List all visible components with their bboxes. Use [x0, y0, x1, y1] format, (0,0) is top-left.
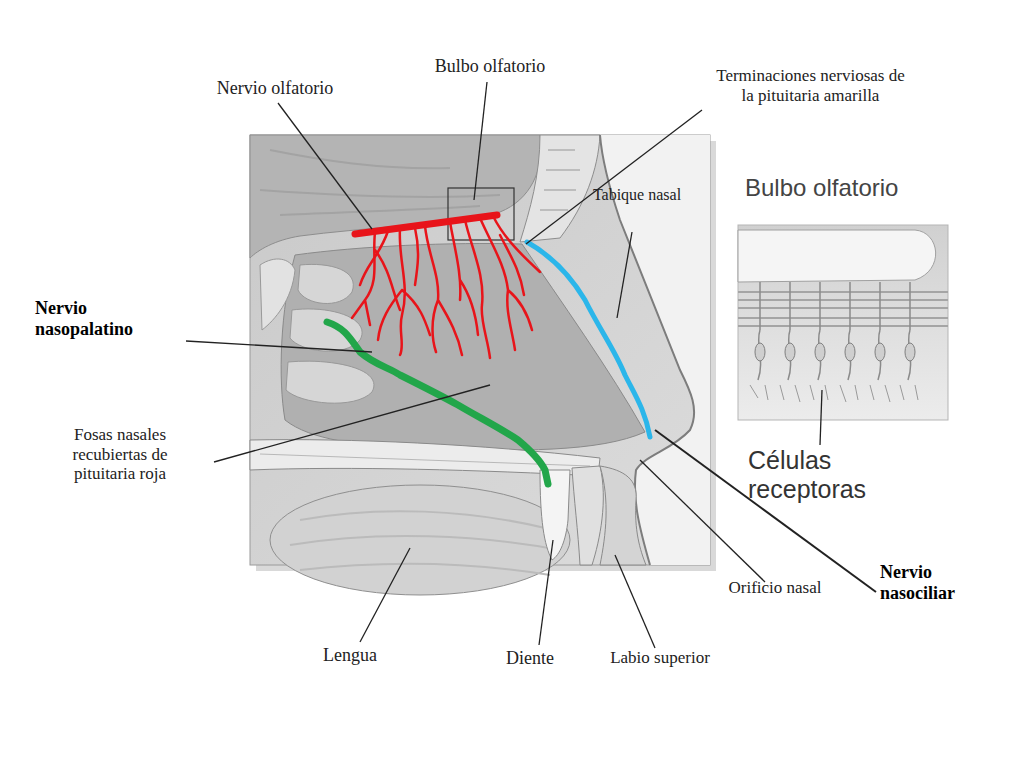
nerve-label: Nervio nasopalatino — [35, 298, 165, 339]
olfactory-nerve-endings-part — [450, 222, 478, 335]
part-label: Labio superior — [610, 648, 710, 668]
leader-lines-part — [474, 82, 487, 200]
olfactory-bulb-inset-part — [738, 230, 936, 282]
head-section-part — [298, 264, 353, 303]
olfactory-bulb-inset-part — [758, 330, 911, 380]
part-label: Tabique nasal — [592, 186, 682, 204]
olfactory-bulb-inset-part — [815, 343, 825, 361]
leader-lines-part — [526, 110, 702, 244]
leader-lines-part — [214, 385, 490, 462]
olfactory-bulb-inset — [738, 225, 948, 420]
olfactory-bulb-inset-part — [755, 343, 765, 361]
olfactory-bulb-inset-part — [905, 343, 915, 361]
head-section-part — [540, 150, 580, 210]
head-section-part — [286, 361, 374, 403]
nasopalatine-nerve — [327, 322, 548, 484]
inset-label: Células receptoras — [748, 446, 923, 504]
nasociliary-nerve — [527, 242, 650, 437]
leader-lines — [186, 82, 876, 648]
leader-lines-part — [278, 103, 372, 229]
olfactory-bulb-inset-part — [785, 343, 795, 361]
leader-lines-part — [615, 555, 655, 648]
head-section-part — [290, 511, 560, 575]
olfactory-bulb-inset-part — [760, 282, 910, 330]
head-section-part — [260, 150, 500, 215]
olfactory-nerve-endings-part — [352, 232, 400, 325]
olfactory-bulb-inset-part — [875, 343, 885, 361]
leader-lines-part — [360, 548, 410, 642]
olfactory-nerve-endings — [352, 215, 540, 358]
nasopalatine-nerve-part — [327, 322, 548, 484]
leader-lines-part — [186, 341, 372, 352]
part-label: Bulbo olfatorio — [400, 56, 580, 77]
head-section — [250, 135, 716, 595]
olfactory-nerve-endings-part — [493, 216, 540, 295]
leader-lines-part — [640, 460, 765, 582]
part-label: Nervio olfatorio — [185, 78, 365, 99]
nasociliary-nerve-part — [527, 242, 650, 437]
nerve-label: Nervio nasociliar — [880, 562, 1005, 603]
olfactory-nerve-endings-part — [360, 228, 418, 285]
leader-lines-part — [539, 540, 553, 645]
part-label: Orificio nasal — [725, 578, 825, 598]
head-section-part — [520, 135, 600, 242]
olfactory-nerve-endings-part — [425, 226, 462, 355]
head-section-part — [281, 243, 645, 450]
leader-lines-part — [820, 390, 822, 445]
leader-lines-part — [617, 232, 632, 318]
olfactory-bulb-inset-part — [738, 292, 948, 326]
head-section-part — [260, 259, 295, 330]
inset-label: Bulbo olfatorio — [745, 174, 955, 202]
olfactory-nerve-endings-part — [378, 229, 430, 355]
part-label: Lengua — [305, 645, 395, 666]
olfactory-nerve-endings-part — [465, 220, 490, 358]
olfactory-bulb-inset-part — [845, 343, 855, 361]
head-section-part — [270, 485, 570, 595]
part-label: Diente — [485, 648, 575, 669]
part-label: Terminaciones nerviosas de la pituitaria… — [708, 66, 913, 105]
part-label: Fosas nasales recubiertas de pituitaria … — [45, 425, 195, 484]
olfactory-bulb-inset-part — [750, 385, 918, 402]
head-section-part — [600, 466, 646, 565]
head-section-part — [250, 135, 541, 258]
head-section-part — [572, 466, 603, 565]
olfactory-bulb-inset-part — [738, 225, 948, 420]
